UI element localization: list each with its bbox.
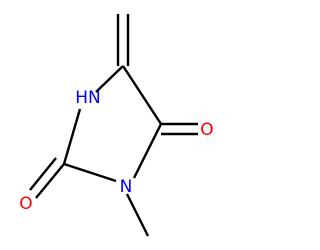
oxygen-right-label: O (200, 120, 213, 140)
ring-bond-n3-c4 (132, 123, 163, 179)
carbonyl-bottom-bond-2 (29, 157, 57, 191)
ring-bond-c2-n3 (63, 162, 117, 183)
methyl-bond (125, 193, 150, 237)
carbonyl-bottom-bond-1 (35, 163, 65, 199)
n-methyl-label: N (120, 177, 133, 197)
atoms: HN N O O (19, 88, 213, 214)
bonds (29, 14, 198, 237)
ring-bond-c5-c4 (121, 65, 163, 125)
ring-bond-c5-n1 (95, 65, 124, 93)
molecule-structure: HN N O O (19, 14, 214, 237)
oxygen-bottom-label: O (19, 194, 32, 214)
ring-bond-n1-c2 (62, 108, 82, 165)
nh-label: HN (75, 88, 101, 108)
